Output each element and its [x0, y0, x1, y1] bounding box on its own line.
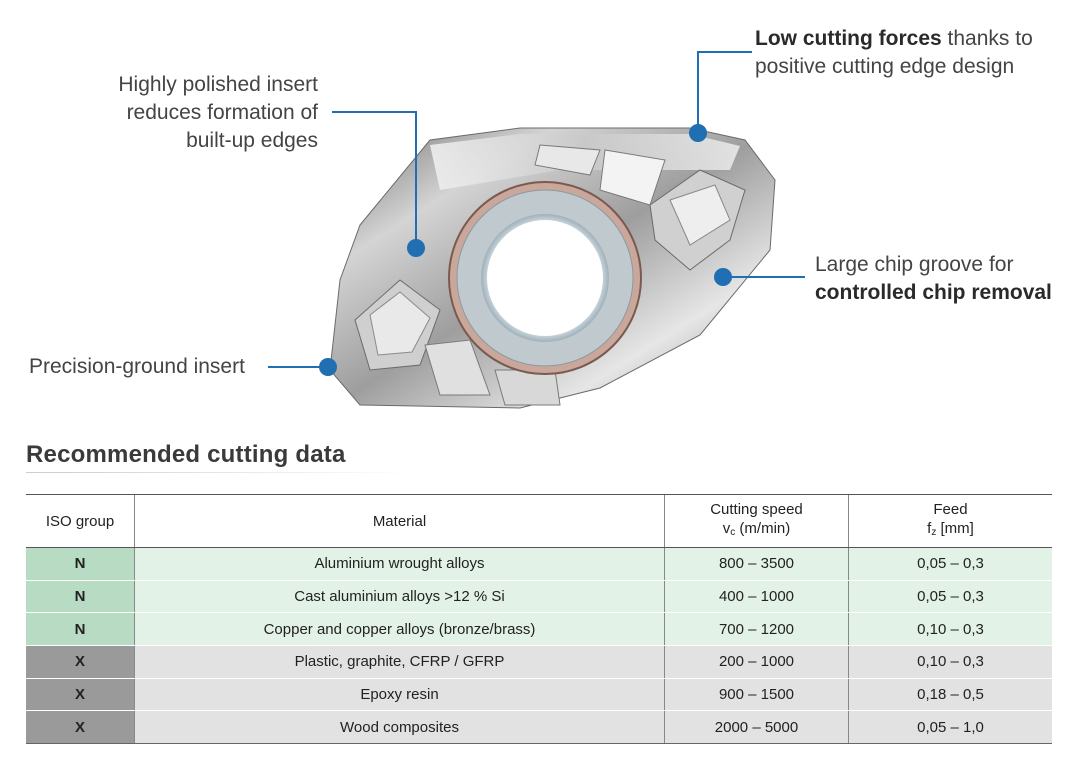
- title-underline: [26, 472, 416, 473]
- feed-cell: 0,18 – 0,5: [848, 678, 1052, 712]
- speed-cell: 800 – 3500: [664, 547, 849, 581]
- cutting-insert-illustration: [268, 51, 805, 409]
- callout-dots: [319, 124, 732, 376]
- material-cell: Plastic, graphite, CFRP / GFRP: [134, 645, 665, 679]
- header-text: v: [722, 520, 731, 537]
- callout-text: built-up edges: [186, 129, 318, 152]
- material-cell: Cast aluminium alloys >12 % Si: [134, 580, 665, 614]
- header-text: Cutting speed: [710, 501, 803, 518]
- speed-cell: 200 – 1000: [664, 645, 849, 679]
- iso-cell: X: [26, 645, 135, 679]
- header-material: Material: [134, 494, 665, 548]
- material-cell: Wood composites: [134, 710, 665, 745]
- material-cell: Copper and copper alloys (bronze/brass): [134, 612, 665, 647]
- callout-polished-insert: Highly polished insert reduces formation…: [0, 71, 318, 155]
- iso-cell: N: [26, 547, 135, 581]
- iso-cell: N: [26, 612, 135, 647]
- feed-cell: 0,05 – 0,3: [848, 547, 1052, 581]
- feed-cell: 0,05 – 1,0: [848, 710, 1052, 745]
- feed-cell: 0,10 – 0,3: [848, 645, 1052, 679]
- header-text: Feed: [933, 501, 968, 518]
- table-header-row: ISO group Material Cutting speed vc (m/m…: [26, 494, 1052, 548]
- speed-cell: 700 – 1200: [664, 612, 849, 647]
- header-text: [mm]: [936, 520, 974, 537]
- callout-chip-groove: Large chip groove for controlled chip re…: [815, 251, 1052, 307]
- material-cell: Epoxy resin: [134, 678, 665, 712]
- iso-cell: N: [26, 580, 135, 614]
- header-iso-group: ISO group: [26, 494, 135, 548]
- polished-marker-icon: [407, 239, 425, 257]
- callout-low-cutting-forces: Low cutting forces thanks to positive cu…: [755, 25, 1033, 81]
- feed-cell: 0,05 – 0,3: [848, 580, 1052, 614]
- callout-precision-ground: Precision-ground insert: [29, 353, 245, 381]
- callout-text: Highly polished insert: [118, 73, 318, 96]
- callout-bold-text: controlled chip removal: [815, 281, 1052, 304]
- cutting-data-table: ISO group Material Cutting speed vc (m/m…: [26, 494, 1052, 745]
- callout-bold-text: Low cutting forces: [755, 27, 942, 50]
- precision-marker-icon: [319, 358, 337, 376]
- iso-cell: X: [26, 710, 135, 745]
- header-text: f: [927, 520, 932, 537]
- chip-groove-marker-icon: [714, 268, 732, 286]
- callout-leaders: [268, 51, 805, 368]
- header-cutting-speed: Cutting speed vc (m/min): [664, 494, 849, 548]
- iso-cell: X: [26, 678, 135, 712]
- speed-cell: 2000 – 5000: [664, 710, 849, 745]
- speed-cell: 900 – 1500: [664, 678, 849, 712]
- callout-text: reduces formation of: [126, 101, 318, 124]
- callout-text: positive cutting edge design: [755, 55, 1015, 78]
- callout-text: Precision-ground insert: [29, 355, 245, 378]
- callout-text: Large chip groove for: [815, 253, 1014, 276]
- speed-cell: 400 – 1000: [664, 580, 849, 614]
- header-feed: Feed fz [mm]: [848, 494, 1052, 548]
- material-cell: Aluminium wrought alloys: [134, 547, 665, 581]
- header-text: (m/min): [735, 520, 791, 537]
- header-subscript: z: [931, 527, 937, 538]
- callout-text: thanks to: [941, 27, 1033, 50]
- feed-cell: 0,10 – 0,3: [848, 612, 1052, 647]
- header-subscript: c: [730, 527, 736, 538]
- insert-figure: Highly polished insert reduces formation…: [0, 25, 1052, 409]
- section-title: Recommended cutting data: [26, 441, 346, 468]
- low-forces-marker-icon: [689, 124, 707, 142]
